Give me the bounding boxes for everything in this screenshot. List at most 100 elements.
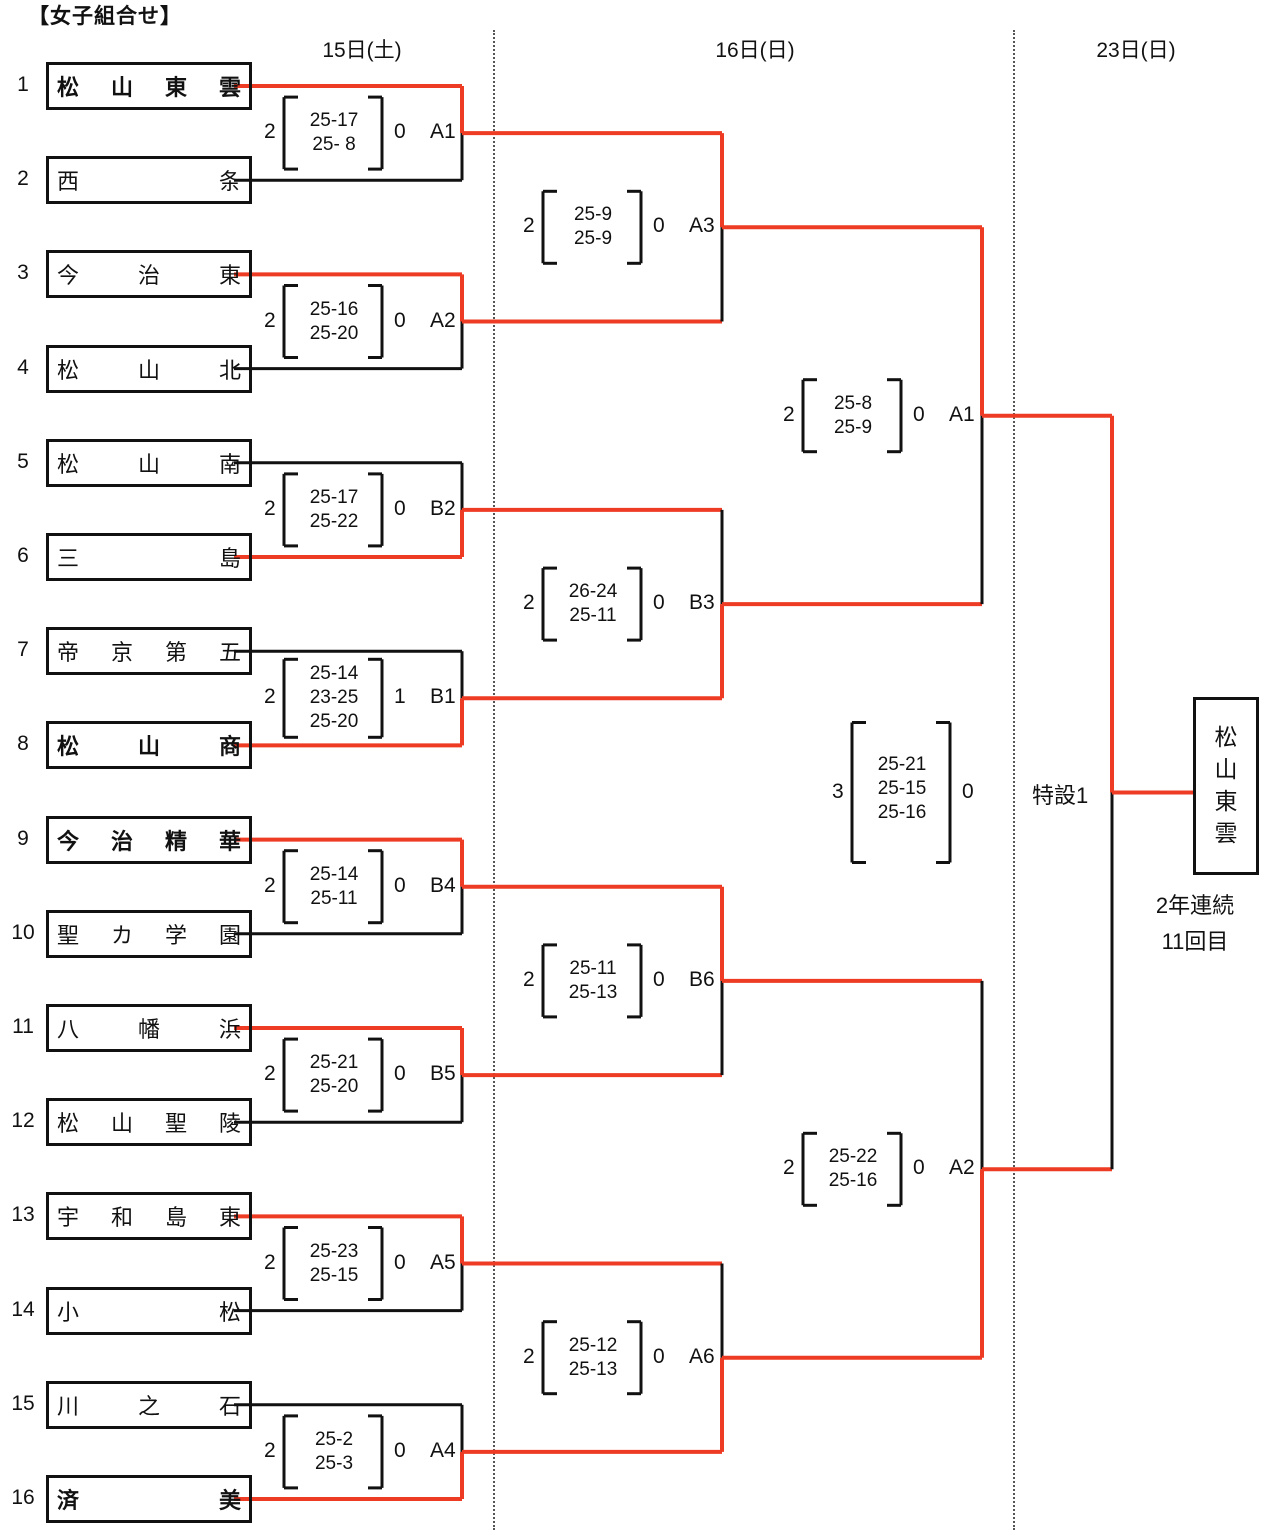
team-name-char: 北 (218, 358, 241, 384)
loser-sets-score: 0 (394, 120, 406, 144)
champion-note: 2年連続 11回目 (1140, 888, 1250, 960)
set-score: 25-21 (309, 1052, 359, 1074)
court-label: A3 (689, 214, 715, 238)
team-name-char: 三 (57, 547, 80, 572)
team-name-char: 学 (164, 923, 187, 949)
team-seed: 10 (11, 920, 35, 944)
team-name-char: 松 (57, 1112, 80, 1138)
court-label: B5 (430, 1062, 456, 1086)
team-seed: 7 (17, 638, 29, 662)
team-name-char: 浜 (218, 1018, 241, 1043)
team-name-char: 治 (137, 264, 160, 290)
team-name-box: 松山南 (46, 438, 252, 487)
team-name-char: 園 (218, 923, 241, 949)
team-seed: 16 (11, 1486, 35, 1509)
set-score: 25-3 (314, 1452, 354, 1474)
team-name-char: 美 (218, 1489, 241, 1514)
set-score: 25-22 (828, 1146, 878, 1168)
winner-sets-score: 2 (523, 1344, 535, 1368)
team-seed: 11 (12, 1015, 34, 1038)
court-label: A1 (949, 402, 975, 426)
loser-sets-score: 0 (394, 1062, 406, 1086)
set-score: 25-8 (833, 392, 873, 414)
team-name-box: 川之石 (46, 1380, 252, 1429)
team-name-box: 今治東 (46, 250, 252, 299)
day-separator (1013, 30, 1015, 1530)
court-label: A4 (430, 1438, 456, 1462)
set-score: 25-9 (573, 204, 613, 226)
set-score: 26-24 (568, 581, 618, 603)
team-name-char: 宇 (57, 1206, 80, 1232)
court-label: A6 (689, 1344, 715, 1368)
day-label-round1: 15日(土) (322, 39, 402, 62)
team-name-char: 商 (218, 735, 241, 761)
winner-sets-score: 2 (783, 402, 795, 426)
team-name-box: 宇和島東 (46, 1192, 252, 1241)
team-name-char: 精 (164, 829, 187, 855)
winner-sets-score: 2 (264, 1250, 276, 1274)
court-label: A2 (949, 1156, 975, 1180)
team-name-char: 之 (137, 1394, 160, 1420)
team-name-char: 山 (110, 76, 133, 101)
set-score: 25-17 (309, 110, 359, 132)
day-label-round2: 16日(日) (715, 39, 795, 62)
loser-sets-score: 0 (394, 1438, 406, 1462)
team-name-box: 済美 (46, 1475, 252, 1523)
team-name-box: 三島 (46, 533, 252, 581)
team-name-char: 松 (57, 452, 80, 478)
set-score: 25-15 (877, 777, 927, 799)
team-name-box: 帝京第五 (46, 627, 252, 676)
champion-note-line2: 11回目 (1161, 929, 1229, 954)
winner-sets-score: 2 (264, 873, 276, 897)
set-score: 25-2 (314, 1428, 354, 1450)
loser-sets-score: 0 (913, 402, 925, 426)
team-seed: 1 (17, 73, 29, 96)
loser-sets-score: 0 (653, 1344, 665, 1368)
team-name-char: 陵 (218, 1112, 241, 1138)
set-score: 25-23 (309, 1240, 359, 1262)
team-name-char: 島 (218, 547, 241, 572)
team-name-char: 済 (57, 1489, 80, 1514)
set-score: 25-16 (828, 1170, 878, 1192)
champion-box: 松山東雲 (1193, 697, 1259, 875)
team-name-char: 石 (218, 1394, 241, 1420)
winner-sets-score: 2 (783, 1156, 795, 1180)
team-name-box: 松山聖陵 (46, 1098, 252, 1147)
set-score: 25-9 (833, 416, 873, 438)
team-name-char: 華 (218, 829, 241, 855)
team-seed: 8 (17, 732, 29, 756)
day-label-final: 23日(日) (1096, 39, 1176, 62)
team-name-char: 東 (164, 76, 187, 101)
set-score: 25-17 (309, 486, 359, 508)
team-name-char: 西 (57, 170, 80, 196)
court-label: A1 (430, 120, 456, 144)
team-name-char: 山 (110, 1112, 133, 1138)
team-name-box: 今治精華 (46, 815, 252, 864)
team-name-char: 南 (218, 452, 241, 478)
set-score: 25-21 (877, 753, 927, 775)
team-name-char: 治 (110, 829, 133, 855)
set-score: 23-25 (309, 687, 359, 709)
set-score: 25-20 (309, 711, 359, 733)
winner-sets-score: 2 (264, 1062, 276, 1086)
set-score: 25-14 (309, 863, 359, 885)
team-name-char: 聖 (57, 923, 80, 949)
team-name-char: 第 (164, 641, 187, 667)
set-score: 25- 8 (312, 134, 356, 156)
set-score: 25-22 (309, 510, 359, 532)
set-score: 25-9 (573, 228, 613, 250)
team-name-char: 五 (218, 641, 241, 667)
loser-sets-score: 0 (653, 591, 665, 615)
team-name-box: 聖カ学園 (46, 909, 252, 958)
team-name-box: 小松 (46, 1286, 252, 1335)
loser-sets-score: 0 (653, 214, 665, 238)
team-name-char: 東 (218, 264, 241, 290)
